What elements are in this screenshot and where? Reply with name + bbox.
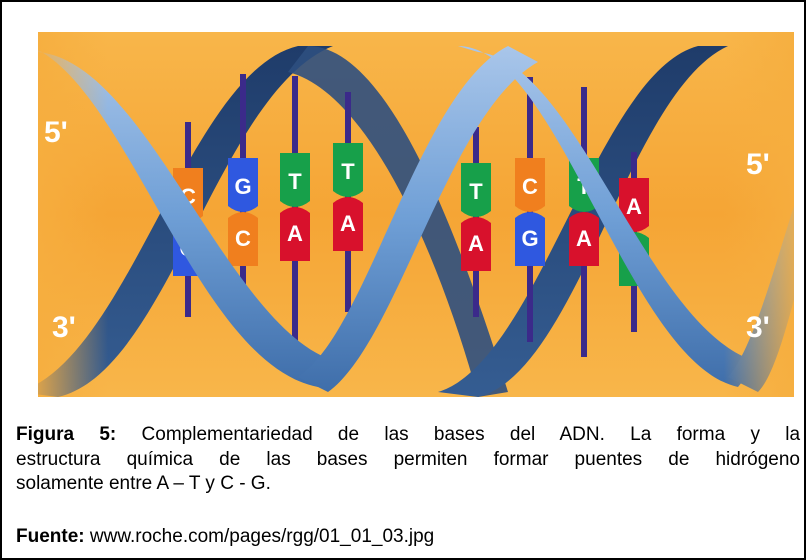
caption-label: Figura 5: — [16, 424, 117, 445]
nucleotide-base — [280, 207, 310, 261]
base-letter: C — [522, 174, 538, 199]
nucleotide-base — [461, 163, 491, 217]
source-url: www.roche.com/pages/rgg/01_01_03.jpg — [89, 526, 435, 547]
nucleotide-base — [515, 158, 545, 212]
nucleotide-base — [461, 217, 491, 271]
nucleotide-base — [515, 212, 545, 266]
nucleotide-base — [333, 197, 363, 251]
nucleotide-base — [228, 158, 258, 212]
base-pair: TA — [280, 76, 310, 352]
figure-caption: Figura 5: Complementariedad de las bases… — [16, 423, 800, 497]
base-letter: T — [341, 159, 355, 184]
strand-end-label: 5' — [44, 116, 68, 149]
nucleotide-base — [280, 153, 310, 207]
strand-end-label: 3' — [52, 311, 76, 344]
nucleotide-base — [228, 212, 258, 266]
base-letter: A — [468, 231, 484, 256]
nucleotide-base — [569, 212, 599, 266]
base-letter: T — [288, 169, 302, 194]
base-pair: CG — [515, 77, 545, 342]
caption-text-1: Complementariedad de las bases del ADN. … — [141, 424, 801, 445]
caption-line-3: solamente entre A – T y C - G. — [16, 473, 271, 494]
base-letter: A — [626, 194, 642, 219]
base-letter: T — [469, 179, 483, 204]
strand-end-label: 5' — [746, 148, 770, 181]
base-letter: A — [576, 226, 592, 251]
nucleotide-base — [619, 178, 649, 232]
base-pair: TA — [461, 127, 491, 317]
base-pair: TA — [333, 92, 363, 312]
base-letter: G — [234, 174, 251, 199]
base-letter: G — [521, 226, 538, 251]
base-letter: A — [287, 221, 303, 246]
caption-line-1: Figura 5: Complementariedad de las bases… — [16, 423, 800, 448]
base-letter: A — [340, 211, 356, 236]
caption-line-2: estructura química de las bases permiten… — [16, 448, 800, 470]
base-pair: GC — [228, 74, 258, 332]
nucleotide-base — [333, 143, 363, 197]
strand-end-label: 3' — [746, 311, 770, 344]
figure-source: Fuente: www.roche.com/pages/rgg/01_01_03… — [16, 525, 434, 549]
dna-helix-illustration: CGGCTATATACGTAAT 5' 3' 5' 3' — [38, 32, 794, 397]
source-label: Fuente: — [16, 526, 85, 547]
dna-double-helix-figure: CGGCTATATACGTAAT 5' 3' 5' 3' — [38, 32, 794, 397]
base-letter: C — [235, 226, 251, 251]
